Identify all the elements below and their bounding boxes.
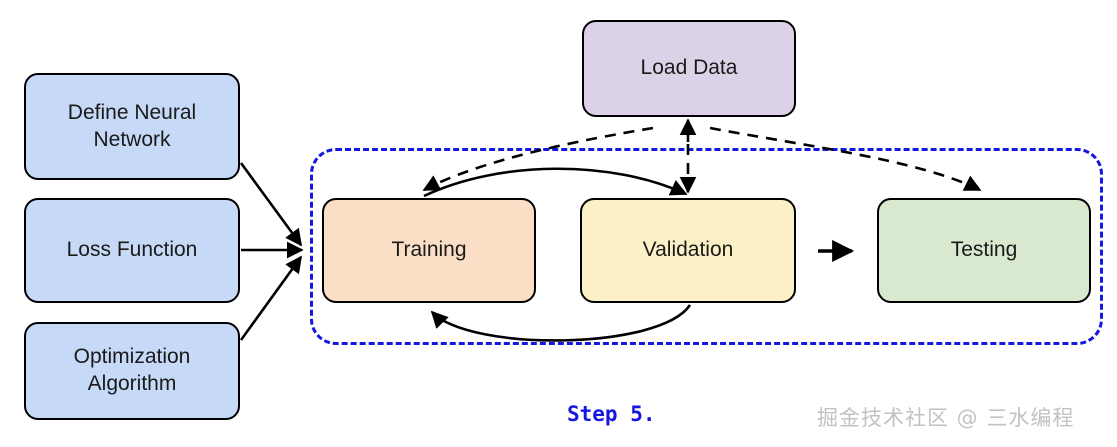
node-testing-label: Testing: [950, 238, 1018, 262]
edge-define-to-pipeline: [239, 162, 303, 247]
node-training-label: Training: [391, 238, 467, 262]
edge-optimizer-to-pipeline: [239, 255, 303, 341]
node-testing[interactable]: Testing: [877, 198, 1091, 303]
step-caption: Step 5. Entire Procedure: [567, 369, 769, 447]
node-optimization-algorithm-label: Optimization Algorithm: [73, 345, 191, 395]
node-optimization-algorithm[interactable]: Optimization Algorithm: [24, 322, 240, 420]
node-loss-function-label: Loss Function: [66, 238, 198, 262]
node-loss-function[interactable]: Loss Function: [24, 198, 240, 303]
node-define-neural-network-label: Define Neural Network: [67, 100, 197, 151]
node-validation-label: Validation: [642, 238, 734, 262]
node-validation[interactable]: Validation: [580, 198, 796, 303]
entire-procedure-group-boundary: [310, 148, 1103, 345]
node-define-neural-network[interactable]: Define Neural Network: [24, 73, 240, 180]
node-load-data[interactable]: Load Data: [582, 20, 796, 117]
watermark-text: 掘金技术社区 @ 三水编程: [817, 406, 1075, 430]
step-caption-line1: Step 5.: [567, 402, 656, 427]
node-load-data-label: Load Data: [640, 56, 738, 80]
node-training[interactable]: Training: [322, 198, 536, 303]
